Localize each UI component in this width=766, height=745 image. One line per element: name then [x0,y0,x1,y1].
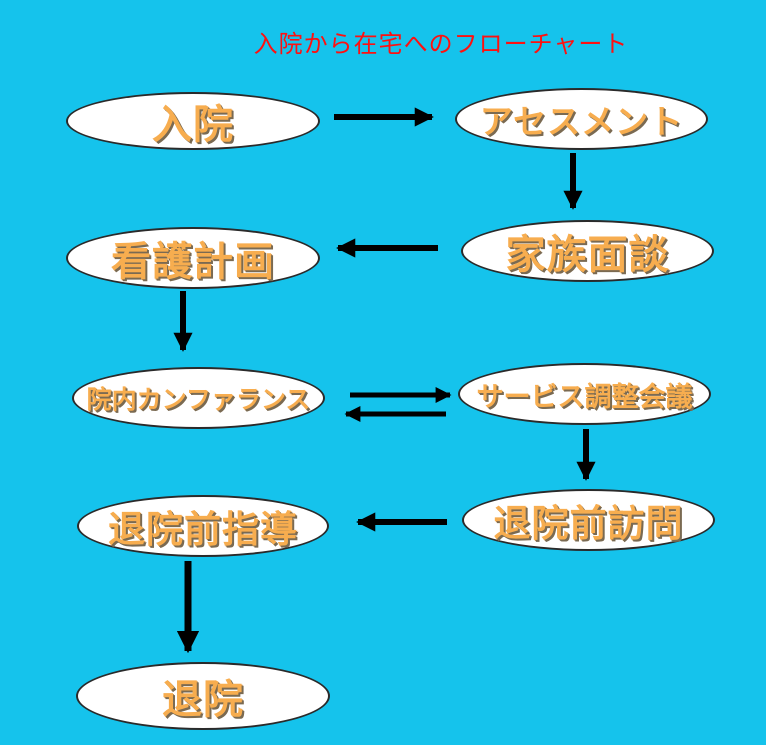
node-discharge: 退院 [76,662,330,730]
node-nursing-plan: 看護計画 [66,227,320,289]
chart-title: 入院から在宅へのフローチャート [0,24,766,59]
node-service-meeting: サービス調整会議 [458,363,711,425]
node-conference-label: 院内カンファランス [86,385,311,414]
chart-title-text: 入院から在宅へのフローチャート [253,30,629,58]
node-discharge-label: 退院 [162,677,244,723]
node-discharge-visit-label: 退院前訪問 [493,502,684,545]
node-discharge-guidance: 退院前指導 [77,495,329,557]
node-discharge-guidance-label: 退院前指導 [108,508,298,551]
node-family-interview-label: 家族面談 [505,232,670,278]
node-discharge-visit: 退院前訪問 [462,489,715,551]
node-service-meeting-label: サービス調整会議 [476,381,693,413]
node-admission: 入院 [66,92,320,150]
node-nursing-plan-label: 看護計画 [111,239,275,285]
node-assessment-label: アセスメント [479,102,684,141]
node-admission-label: 入院 [152,102,234,148]
node-family-interview: 家族面談 [461,220,714,282]
node-conference: 院内カンファランス [72,367,325,429]
node-assessment: アセスメント [455,88,708,150]
